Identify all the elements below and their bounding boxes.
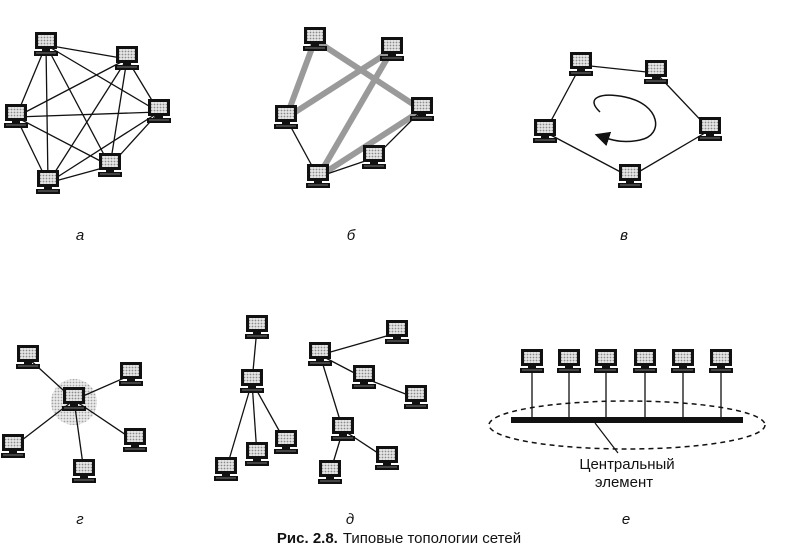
computer-icon	[34, 32, 58, 56]
figure-number: Рис. 2.8.	[276, 530, 338, 547]
computer-icon	[274, 430, 298, 454]
figure-caption: Рис. 2.8.Типовые топологии сетей	[0, 530, 798, 547]
panel-label: г	[76, 511, 84, 528]
computer-icon	[557, 349, 581, 373]
computer-icon	[16, 345, 40, 369]
panel-label: д	[346, 511, 354, 528]
computer-icon	[633, 349, 657, 373]
ring-links	[544, 64, 711, 178]
computer-icon	[119, 362, 143, 386]
computer-icon	[308, 342, 332, 366]
figure-title: Типовые топологии сетей	[342, 530, 522, 547]
computer-icon	[671, 349, 695, 373]
bus-line	[511, 417, 743, 423]
panel-ring: в	[533, 52, 722, 244]
computer-icon	[245, 315, 269, 339]
computer-icon	[1, 434, 25, 458]
computer-icon	[318, 460, 342, 484]
bus-drops	[531, 371, 722, 420]
computer-icon	[331, 417, 355, 441]
computer-icon	[644, 60, 668, 84]
panel-label: а	[76, 227, 84, 244]
computer-icon	[98, 153, 122, 177]
panel-label: в	[620, 227, 628, 244]
computer-icon	[569, 52, 593, 76]
computer-icon	[240, 369, 264, 393]
computer-icon	[410, 97, 434, 121]
computer-icon	[362, 145, 386, 169]
hub-computer-icon	[62, 387, 86, 411]
panel-label: е	[622, 511, 630, 528]
computer-icon	[147, 99, 171, 123]
computer-icon	[245, 442, 269, 466]
computer-icon	[520, 349, 544, 373]
computer-icon	[274, 105, 298, 129]
computer-icon	[698, 117, 722, 141]
panel-ring-wiring: б	[274, 27, 434, 244]
computer-icon	[123, 428, 147, 452]
ring-wiring-links	[283, 37, 425, 180]
computer-icon	[594, 349, 618, 373]
computer-icon	[36, 170, 60, 194]
computer-icon	[404, 385, 428, 409]
circulation-arrow	[593, 94, 657, 147]
computer-icon	[618, 164, 642, 188]
computer-icon	[352, 365, 376, 389]
computer-icon	[385, 320, 409, 344]
central-element-label: Центральный	[579, 456, 674, 473]
computer-icon	[303, 27, 327, 51]
computer-icon	[533, 119, 557, 143]
central-element-pointer	[594, 422, 619, 454]
computer-icon	[306, 164, 330, 188]
panel-mesh: а	[4, 32, 171, 244]
computer-icon	[115, 46, 139, 70]
panel-bus: Центральный элемент е	[488, 349, 766, 528]
central-element-boundary	[488, 400, 766, 450]
computer-icon	[214, 457, 238, 481]
computer-icon	[380, 37, 404, 61]
computer-icon	[709, 349, 733, 373]
central-element-label: элемент	[595, 474, 653, 491]
computer-icon	[4, 104, 28, 128]
panel-star: г	[1, 345, 147, 528]
panel-label: б	[347, 227, 356, 244]
computer-icon	[375, 446, 399, 470]
panel-tree: д	[214, 315, 428, 528]
computer-icon	[72, 459, 96, 483]
